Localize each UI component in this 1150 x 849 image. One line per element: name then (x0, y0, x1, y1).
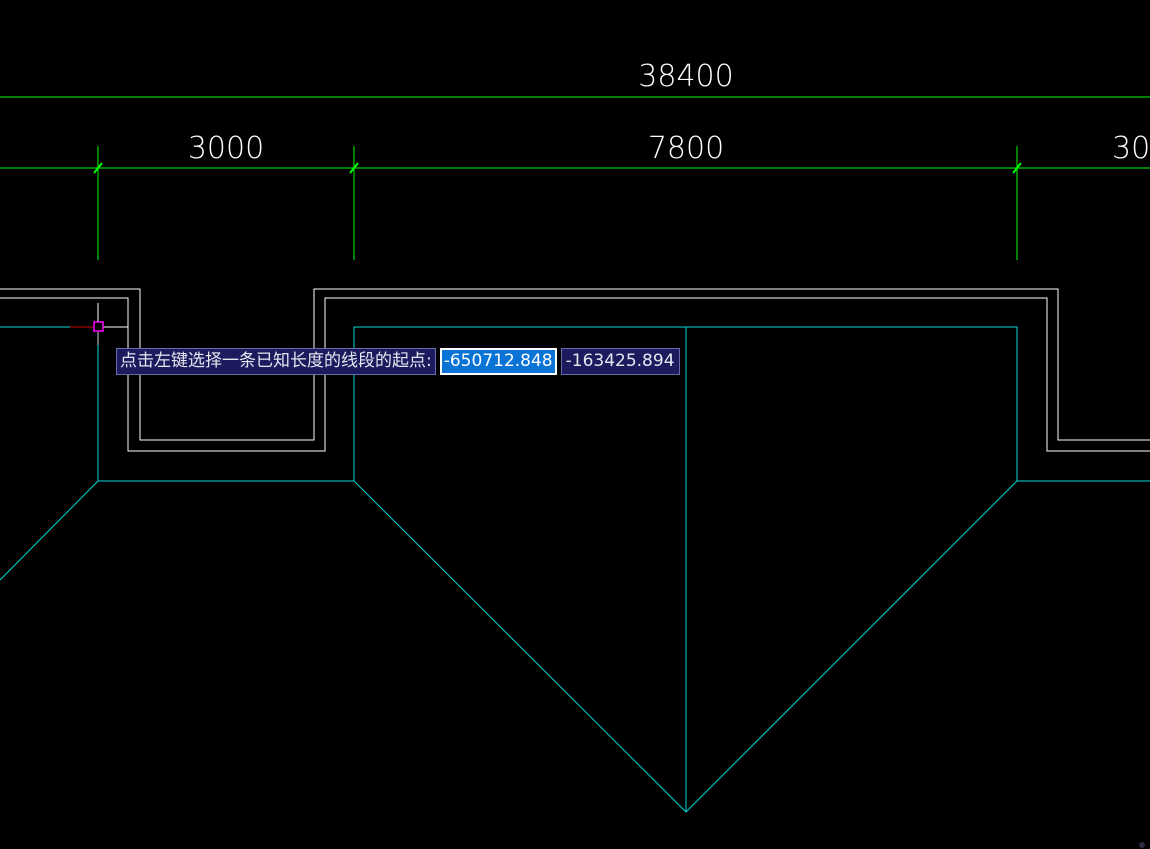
cyan-diagonal-right (685, 480, 1018, 813)
cyan-diagonal-left (353, 480, 687, 813)
dimension-tick-3 (1012, 162, 1022, 174)
dimension-lines (0, 96, 1150, 260)
prompt-label: 点击左键选择一条已知长度的线段的起点: (116, 348, 436, 375)
crosshair-icon (70, 303, 128, 345)
corner-artifact (1139, 842, 1145, 848)
dimension-tick-2 (349, 162, 359, 174)
dynamic-input-prompt: 点击左键选择一条已知长度的线段的起点: -650712.848 -163425.… (116, 348, 680, 375)
cyan-geometry (0, 326, 1150, 813)
x-coordinate-input[interactable]: -650712.848 (439, 348, 557, 375)
dimension-tick-1 (93, 162, 103, 174)
dimension-text-7800: 7800 (648, 131, 724, 166)
y-coordinate-input[interactable]: -163425.894 (560, 348, 680, 375)
snap-square-icon (93, 321, 104, 332)
dimension-text-right-partial: 30 (1112, 131, 1150, 166)
cyan-left-diagonal (0, 480, 99, 581)
dimension-text-overall: 38400 (638, 59, 733, 94)
x-coordinate-value[interactable]: -650712.848 (441, 350, 555, 373)
dimension-text-3000: 3000 (188, 131, 264, 166)
